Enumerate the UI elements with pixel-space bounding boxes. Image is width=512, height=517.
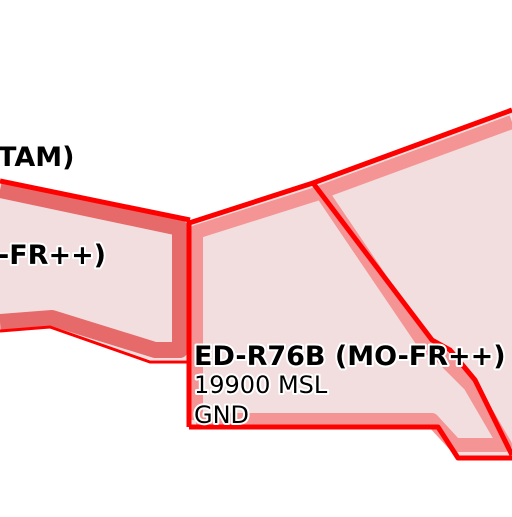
left-airspace-border (0, 178, 191, 223)
ed-r76b-inner-band-bottom (196, 186, 512, 452)
ed-r76b-upper-limit-label: 19900 MSL (194, 371, 328, 399)
ed-r76b-division-line (311, 181, 512, 457)
ed-r76b-lower-limit-label: GND (194, 401, 249, 429)
left-airspace-border-bottom (0, 325, 190, 364)
ed-r76b-border-bottom (189, 424, 512, 461)
left-airspace[interactable] (0, 178, 191, 364)
ed-r76b-airspace[interactable] (186, 107, 512, 461)
ed-r76b-name-label: ED-R76B (MO-FR++) (194, 341, 506, 372)
left-airspace-name-label: -FR++) (0, 240, 106, 271)
ed-r76b-border (186, 107, 512, 427)
ed-r76b-inner-band (189, 115, 512, 420)
notam-fragment-label: TAM) (0, 142, 74, 173)
left-airspace-band (0, 182, 188, 358)
